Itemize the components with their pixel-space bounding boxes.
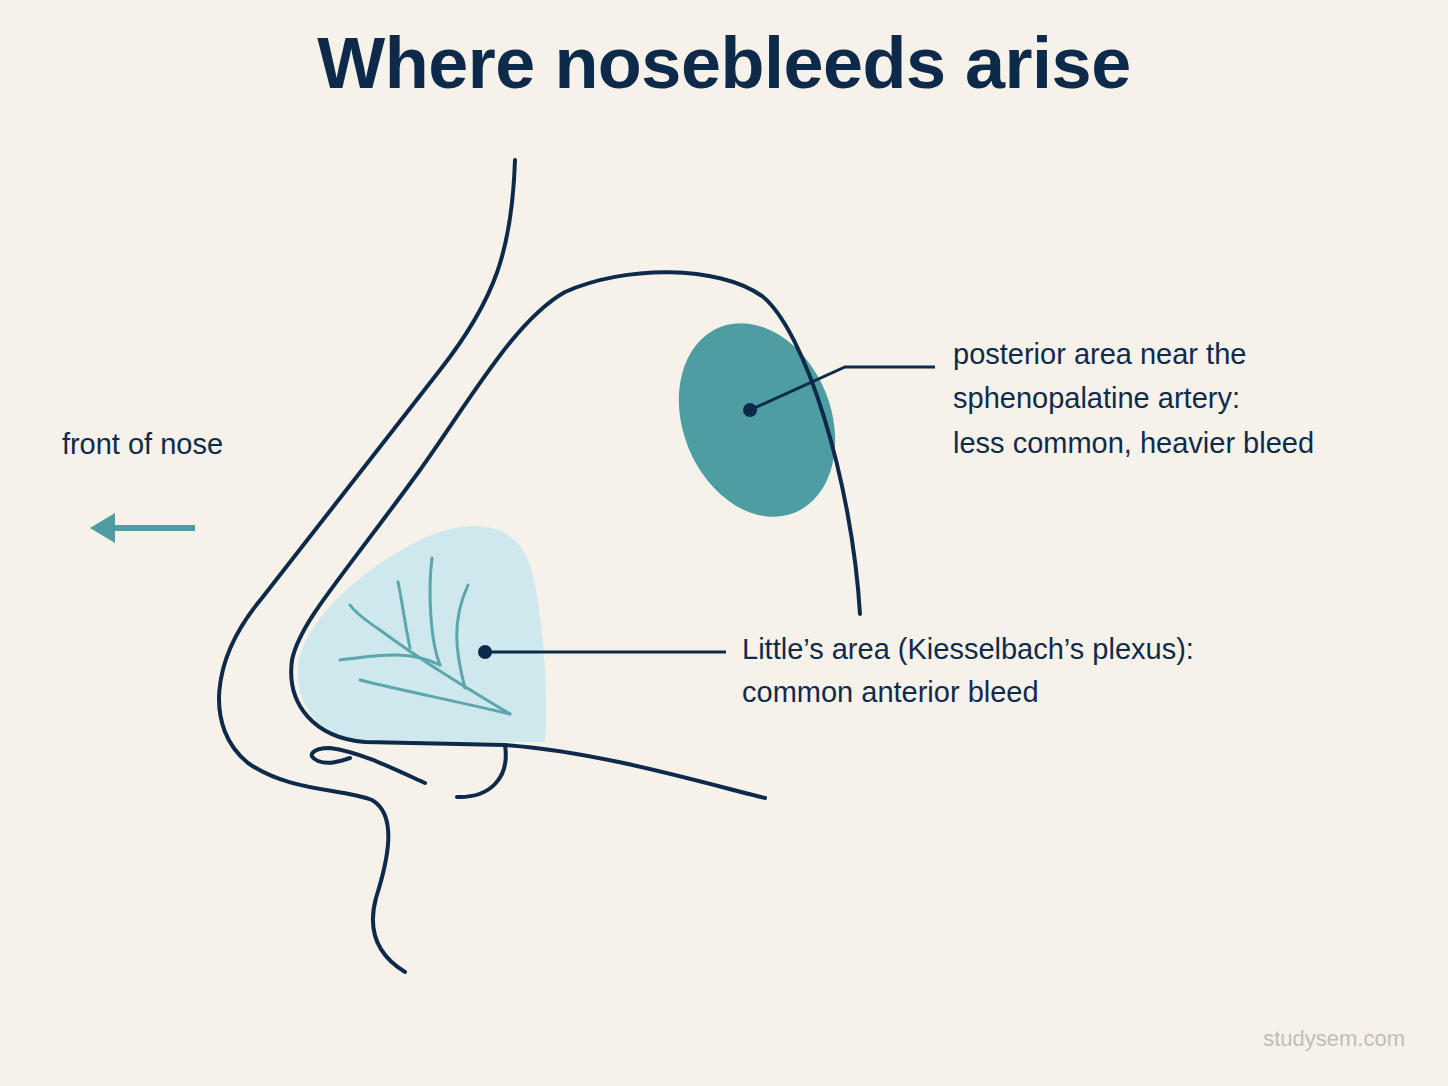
callout-heading: Little’s area (Kiesselbach’s plexus): xyxy=(742,628,1362,672)
callout-body: less common, heavier bleed xyxy=(953,422,1413,466)
vessels xyxy=(340,558,510,714)
direction-label: front of nose xyxy=(60,425,225,464)
leader-dot xyxy=(743,403,757,417)
leader-lines xyxy=(485,367,935,652)
littles-area xyxy=(298,526,546,742)
title: Where nosebleeds arise xyxy=(0,22,1448,104)
watermark: studysem.com xyxy=(1105,1022,1405,1055)
leader-dot xyxy=(478,645,492,659)
nose-outline xyxy=(219,160,860,972)
callout-heading: posterior area near the sphenopalatine a… xyxy=(953,333,1353,420)
front-arrow xyxy=(90,513,195,543)
callout-body: common anterior bleed xyxy=(742,671,1362,715)
posterior-area xyxy=(651,300,863,541)
